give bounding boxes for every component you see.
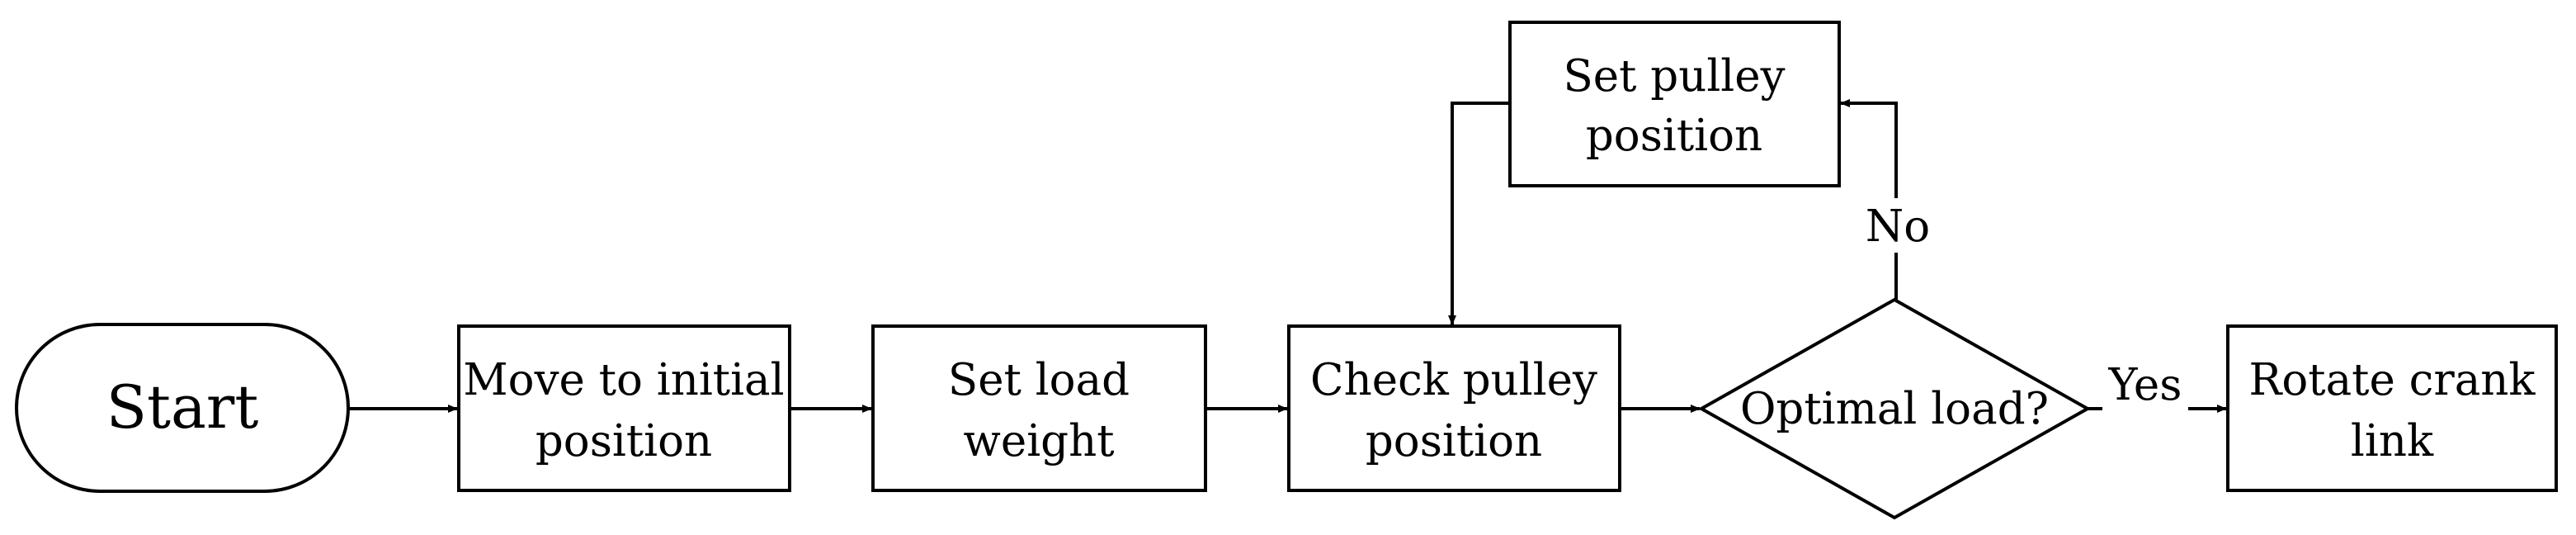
no-label-background — [1863, 198, 1932, 253]
set-pulley-label-line1: Set pulley — [1563, 51, 1785, 102]
yes-label-background — [2102, 357, 2188, 411]
decision-label: Optimal load? — [1740, 384, 2049, 434]
set-pulley-position-node: Set pulley position — [1508, 21, 1841, 187]
set-load-label-line2: weight — [963, 416, 1114, 466]
check-pulley-label-line2: position — [1366, 416, 1542, 466]
move-label-line1: Move to initial — [463, 355, 784, 405]
rotate-crank-label-line2: link — [2351, 416, 2434, 466]
start-node: Start — [15, 323, 350, 493]
rotate-crank-link-node: Rotate crank link — [2226, 324, 2558, 492]
check-pulley-position-node: Check pulley position — [1287, 324, 1621, 492]
move-label-line2: position — [535, 416, 712, 466]
rotate-crank-label-line1: Rotate crank — [2248, 355, 2536, 405]
no-edge-label: No — [1866, 201, 1930, 252]
yes-edge-label: Yes — [2108, 360, 2182, 410]
check-pulley-label-line1: Check pulley — [1310, 355, 1597, 405]
set-pulley-label-line2: position — [1586, 111, 1762, 161]
set-load-label-line1: Set load — [948, 355, 1130, 405]
move-to-initial-position-node: Move to initial position — [457, 324, 791, 492]
arrow-set-pulley-to-check — [1448, 102, 1510, 325]
set-load-weight-node: Set load weight — [871, 324, 1207, 492]
start-label: Start — [106, 372, 259, 442]
optimal-load-decision-node: Optimal load? — [1697, 297, 2092, 520]
